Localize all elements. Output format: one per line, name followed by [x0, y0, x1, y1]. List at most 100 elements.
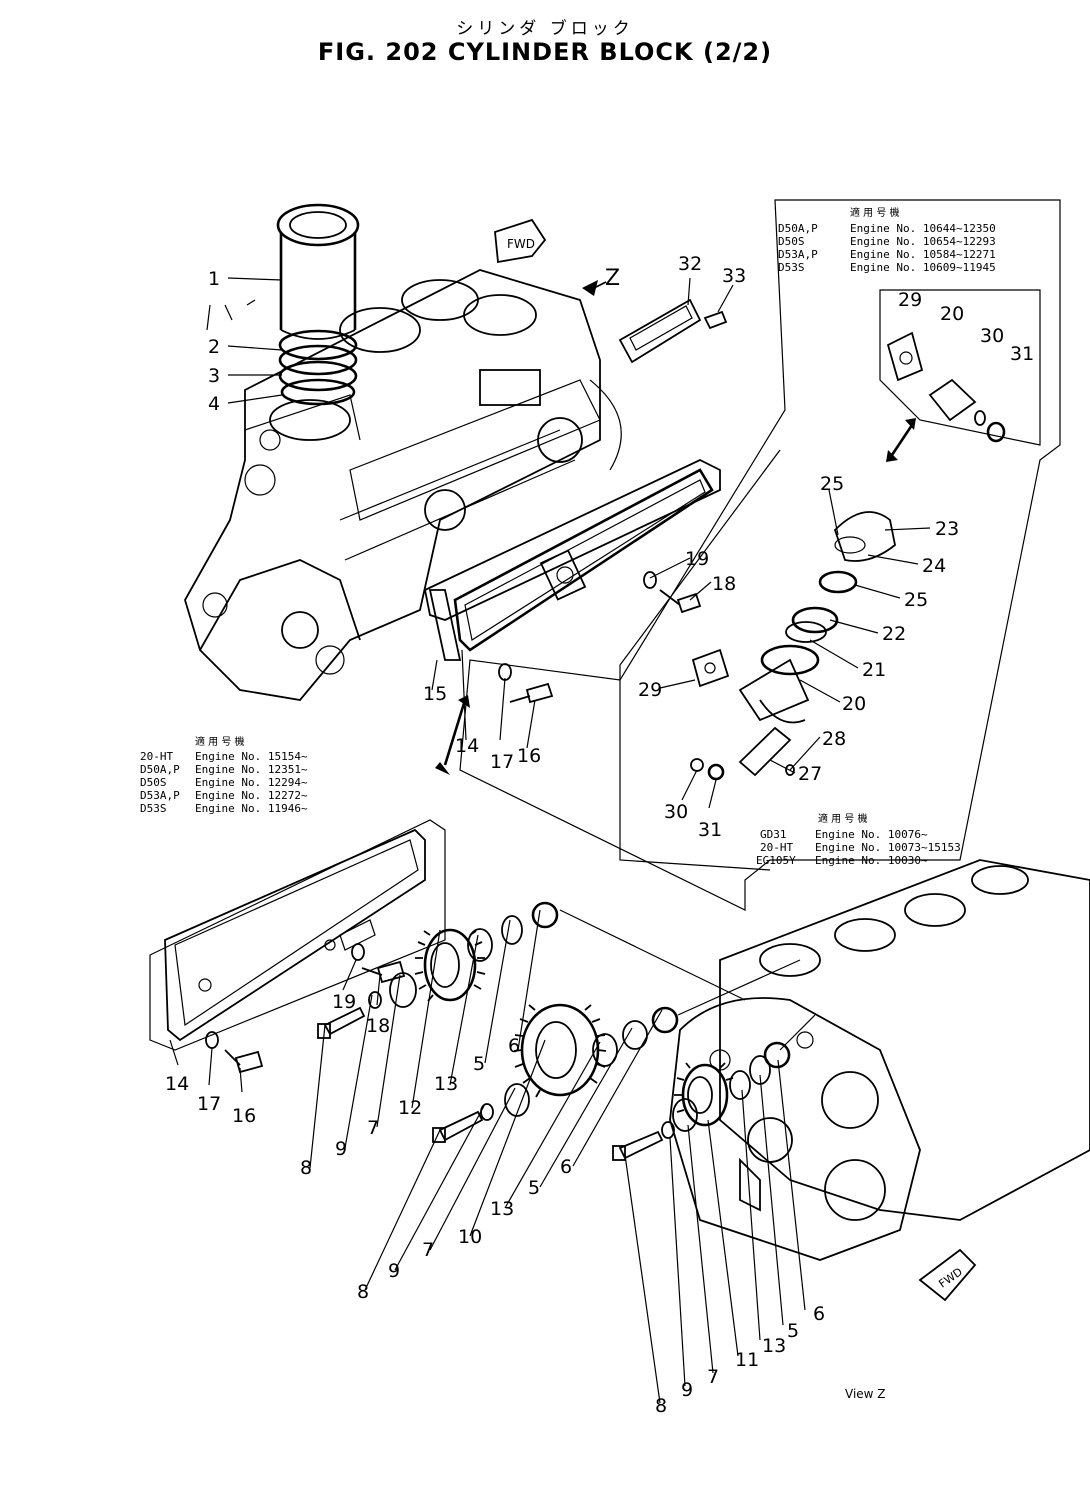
callout: 17 [197, 1093, 221, 1115]
gears-drawing [317, 901, 816, 1161]
callout: 25 [904, 589, 928, 611]
table-1-model: D53A,P [778, 248, 818, 261]
callout: 33 [722, 265, 746, 287]
table-1-range: Engine No. 10609~11945 [850, 261, 996, 274]
bolts-lower-drawing [205, 943, 406, 1074]
callout: 10 [458, 1226, 482, 1248]
leader-lines [169, 277, 931, 1404]
callout: 17 [490, 751, 514, 773]
callout: 6 [560, 1156, 572, 1178]
table-1-range: Engine No. 10584~12271 [850, 248, 996, 261]
table-3-range: Engine No. 10076~ [815, 828, 928, 841]
callout: 16 [232, 1105, 256, 1127]
applicability-table-3: 適 用 号 機 GD31 Engine No. 10076~ 20-HT Eng… [756, 812, 961, 867]
view-z-frame [459, 199, 1061, 911]
svg-text:FWD: FWD [936, 1265, 964, 1290]
callout: 4 [208, 393, 220, 415]
table-2-range: Engine No. 11946~ [195, 802, 308, 815]
callout: 6 [508, 1035, 520, 1057]
table-1-header: 適 用 号 機 [850, 206, 900, 219]
table-3-model: GD31 [760, 828, 787, 841]
callout: 8 [655, 1395, 667, 1417]
callout: 21 [862, 659, 886, 681]
callout: 19 [685, 548, 709, 570]
table-2-model: D50S [140, 776, 167, 789]
callout: 5 [787, 1320, 799, 1342]
table-1-model: D50A,P [778, 222, 818, 235]
table-2-range: Engine No. 12351~ [195, 763, 308, 776]
callout: 8 [357, 1281, 369, 1303]
callout: 9 [388, 1260, 400, 1282]
front-block-drawing [669, 859, 1090, 1261]
callout: 12 [398, 1097, 422, 1119]
callout: 30 [664, 801, 688, 823]
callout: 6 [813, 1303, 825, 1325]
callout: 9 [335, 1138, 347, 1160]
fwd-arrow-top: FWD [494, 218, 547, 264]
callout: 7 [422, 1239, 434, 1261]
view-z-arrow: Z [582, 266, 620, 296]
callout: 7 [707, 1366, 719, 1388]
table-1-model: D53S [778, 261, 805, 274]
callout: 5 [473, 1053, 485, 1075]
view-z-caption: View Z [845, 1387, 886, 1401]
cylinder-block-drawing [184, 269, 622, 701]
table-3-model: 20-HT [760, 841, 793, 854]
callout: 14 [165, 1073, 189, 1095]
callout: 11 [735, 1349, 759, 1371]
table-3-header: 適 用 号 機 [818, 812, 868, 825]
table-3-range: Engine No. 10030~ [815, 854, 928, 867]
callout: 20 [842, 693, 866, 715]
callout: 16 [517, 745, 541, 767]
callout: 28 [822, 728, 846, 750]
svg-text:Z: Z [605, 266, 620, 291]
callout: 2 [208, 336, 220, 358]
cover-32-drawing [618, 298, 728, 364]
callout: 18 [366, 1015, 390, 1037]
cylinder-liner-drawing [276, 203, 360, 406]
callout-numbers: 1 2 3 4 32 33 29 20 30 31 25 23 24 25 22… [165, 253, 1034, 1417]
callout: 13 [762, 1335, 786, 1357]
callout: 27 [798, 763, 822, 785]
callout: 1 [208, 268, 220, 290]
breather-assembly-drawing [690, 511, 896, 781]
table-2-model: D53A,P [140, 789, 180, 802]
double-arrow-right [886, 418, 916, 462]
callout: 14 [455, 735, 479, 757]
title-japanese: シリンダ ブロック [456, 19, 634, 39]
table-2-header: 適 用 号 機 [195, 735, 245, 748]
callout: 31 [1010, 343, 1034, 365]
table-2-range: Engine No. 12294~ [195, 776, 308, 789]
table-2-model: D53S [140, 802, 167, 815]
title-english: FIG. 202 CYLINDER BLOCK (2/2) [317, 38, 773, 66]
callout: 19 [332, 991, 356, 1013]
callout: 9 [681, 1379, 693, 1401]
callout: 18 [712, 573, 736, 595]
callout: 5 [528, 1177, 540, 1199]
applicability-table-2: 適 用 号 機 20-HT Engine No. 15154~ D50A,P E… [140, 735, 308, 815]
callout: 32 [678, 253, 702, 275]
callout: 15 [423, 683, 447, 705]
callout: 8 [300, 1157, 312, 1179]
table-1-model: D50S [778, 235, 805, 248]
callout: 31 [698, 819, 722, 841]
callout: 13 [490, 1198, 514, 1220]
applicability-table-1: 適 用 号 機 D50A,P Engine No. 10644~12350 D5… [778, 206, 996, 274]
side-cover-upper-drawing [423, 458, 721, 661]
callout: 24 [922, 555, 946, 577]
table-1-range: Engine No. 10644~12350 [850, 222, 996, 235]
inset-cover-drawing [886, 331, 1006, 443]
table-2-model: D50A,P [140, 763, 180, 776]
svg-text:View Z: View Z [845, 1387, 886, 1401]
bolts-upper-drawing [498, 571, 702, 704]
fwd-arrow-bottom: FWD [918, 1248, 977, 1302]
callout: 3 [208, 365, 220, 387]
callout: 30 [980, 325, 1004, 347]
table-2-range: Engine No. 12272~ [195, 789, 308, 802]
table-2-range: Engine No. 15154~ [195, 750, 308, 763]
table-1-range: Engine No. 10654~12293 [850, 235, 996, 248]
side-cover-lower-drawing [149, 819, 446, 1051]
svg-text:FWD: FWD [507, 237, 535, 251]
